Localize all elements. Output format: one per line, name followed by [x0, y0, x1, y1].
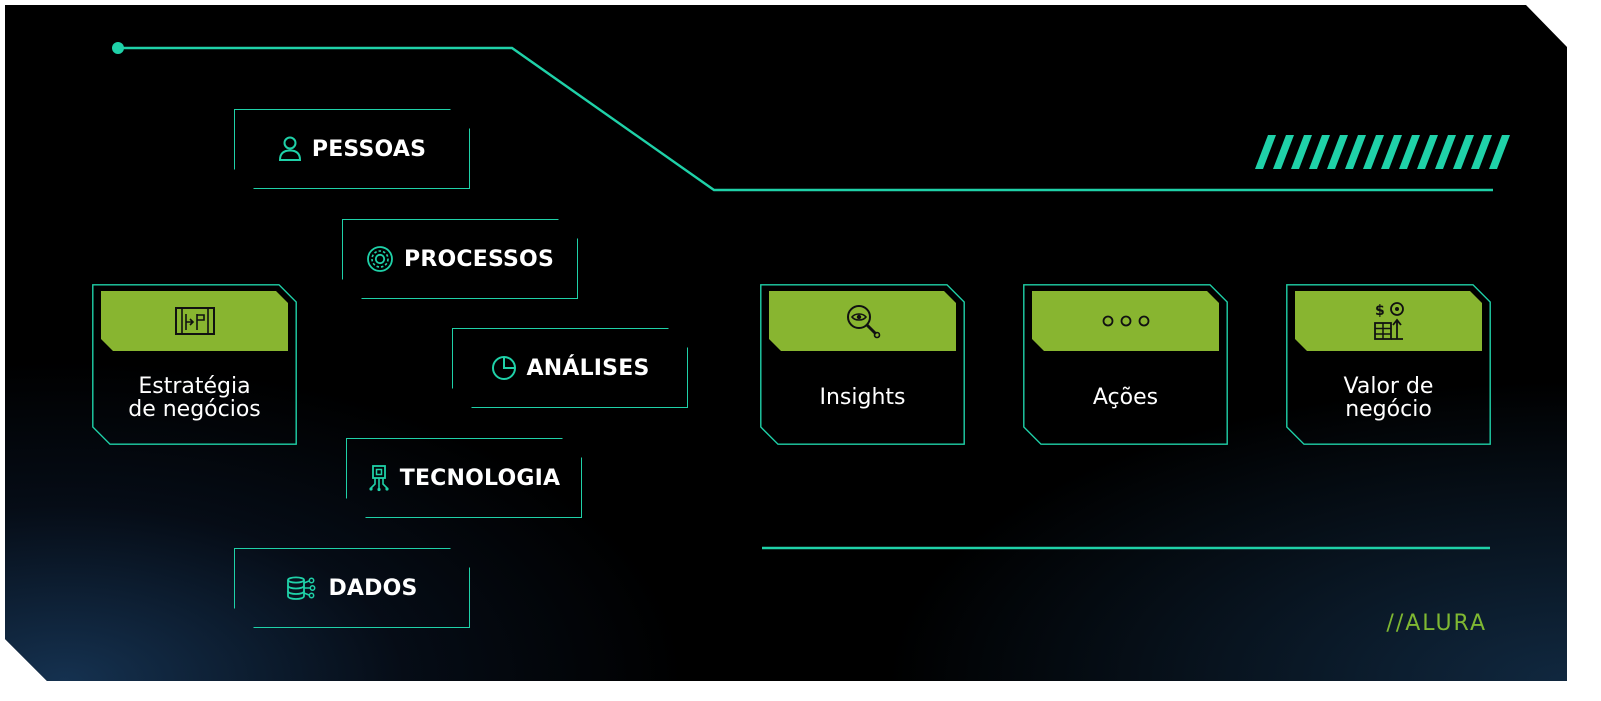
pillar-tag-pessoas: PESSOAS — [234, 109, 470, 189]
circuit-chip-icon — [368, 464, 390, 492]
top-connector-line — [118, 46, 1493, 192]
strategy-card-label: Estratégia de negócios — [128, 373, 261, 422]
magnifier-eye-icon — [845, 303, 881, 339]
pillar-tag-analises: ANÁLISES — [452, 328, 688, 408]
pillar-label: PROCESSOS — [404, 246, 554, 272]
strategy-card: Estratégia de negócios — [92, 284, 297, 445]
gear-icon — [366, 245, 394, 273]
outcome-card-valor-de-negocio: $ Valor de negócio — [1286, 284, 1491, 445]
pillar-label: TECNOLOGIA — [399, 465, 561, 491]
outcome-card-label: Insights — [819, 385, 906, 411]
pie-chart-icon — [491, 355, 517, 381]
money-growth-icon: $ — [1372, 301, 1406, 341]
svg-text:$: $ — [1375, 303, 1385, 319]
outcome-card-insights: Insights — [760, 284, 965, 445]
outcome-card-label: Valor de negócio — [1343, 373, 1434, 422]
three-dots-icon — [1101, 314, 1151, 328]
outcome-card-label: Ações — [1092, 385, 1159, 411]
person-icon — [278, 136, 302, 162]
pillar-label: DADOS — [328, 575, 418, 601]
database-network-icon — [286, 576, 318, 600]
pillar-tag-tecnologia: TECNOLOGIA — [346, 438, 582, 518]
pillar-label: ANÁLISES — [526, 355, 650, 381]
outcome-card-acoes: Ações — [1023, 284, 1228, 445]
brand-logo-text: //ALURA — [1386, 611, 1487, 636]
strategy-board-icon — [174, 306, 216, 336]
pillar-tag-processos: PROCESSOS — [342, 219, 578, 299]
hatch-stripes — [1255, 135, 1510, 169]
pillar-tag-dados: DADOS — [234, 548, 470, 628]
pillar-label: PESSOAS — [311, 136, 427, 162]
